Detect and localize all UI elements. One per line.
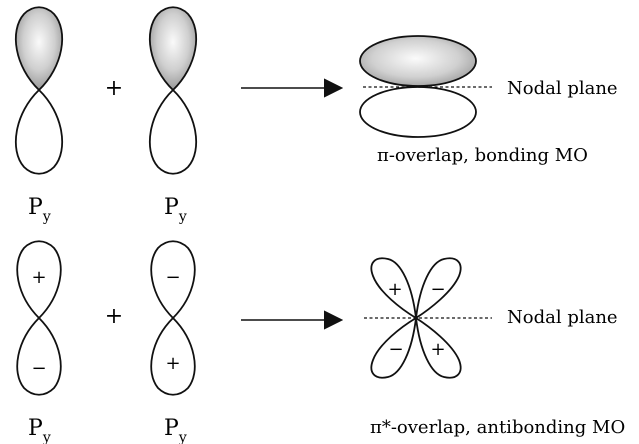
bonding-mo-shape (360, 36, 492, 137)
lower-lobe-sign: − (31, 358, 46, 379)
upper-lobe-sign: − (165, 267, 180, 288)
right-p-label-row1: Py (164, 195, 187, 225)
left-p-orbital-row1 (16, 7, 62, 174)
left-p-label-row2: Py (28, 416, 51, 444)
antibonding-sign-upper-right: − (430, 279, 445, 300)
lower-lobe-sign: + (165, 353, 180, 374)
lower-lobe (17, 318, 61, 395)
right-p-orbital-row1 (150, 7, 196, 174)
antibonding-mo-shape: + − − + (364, 258, 492, 377)
left-p-orbital-row2: + − (17, 241, 61, 395)
left-p-label-row1: Py (28, 195, 51, 225)
nodal-plane-label-row1: Nodal plane (507, 78, 618, 99)
upper-bonding-ellipse (360, 36, 476, 86)
plus-sign-row2: + (105, 304, 123, 329)
lower-lobe (16, 90, 62, 174)
plus-sign-row1: + (105, 76, 123, 101)
antibonding-sign-upper-left: + (387, 279, 402, 300)
right-p-orbital-row2: − + (151, 241, 195, 395)
row-2: + − + − + + − − + Nodal plane π*-overlap… (17, 241, 625, 444)
right-p-label-row2: Py (164, 416, 187, 444)
upper-lobe (16, 7, 62, 90)
nodal-plane-label-row2: Nodal plane (507, 307, 618, 328)
upper-lobe-sign: + (31, 267, 46, 288)
antibonding-sign-lower-right: + (430, 339, 445, 360)
row-1: + Nodal plane π-overlap, bonding MO Py P… (16, 7, 618, 225)
antibonding-sign-lower-left: − (388, 339, 403, 360)
bonding-result-label: π-overlap, bonding MO (377, 145, 588, 166)
lower-lobe (150, 90, 196, 174)
antibonding-result-label: π*-overlap, antibonding MO (370, 417, 625, 438)
lower-bonding-ellipse (360, 87, 476, 137)
upper-lobe (150, 7, 196, 90)
